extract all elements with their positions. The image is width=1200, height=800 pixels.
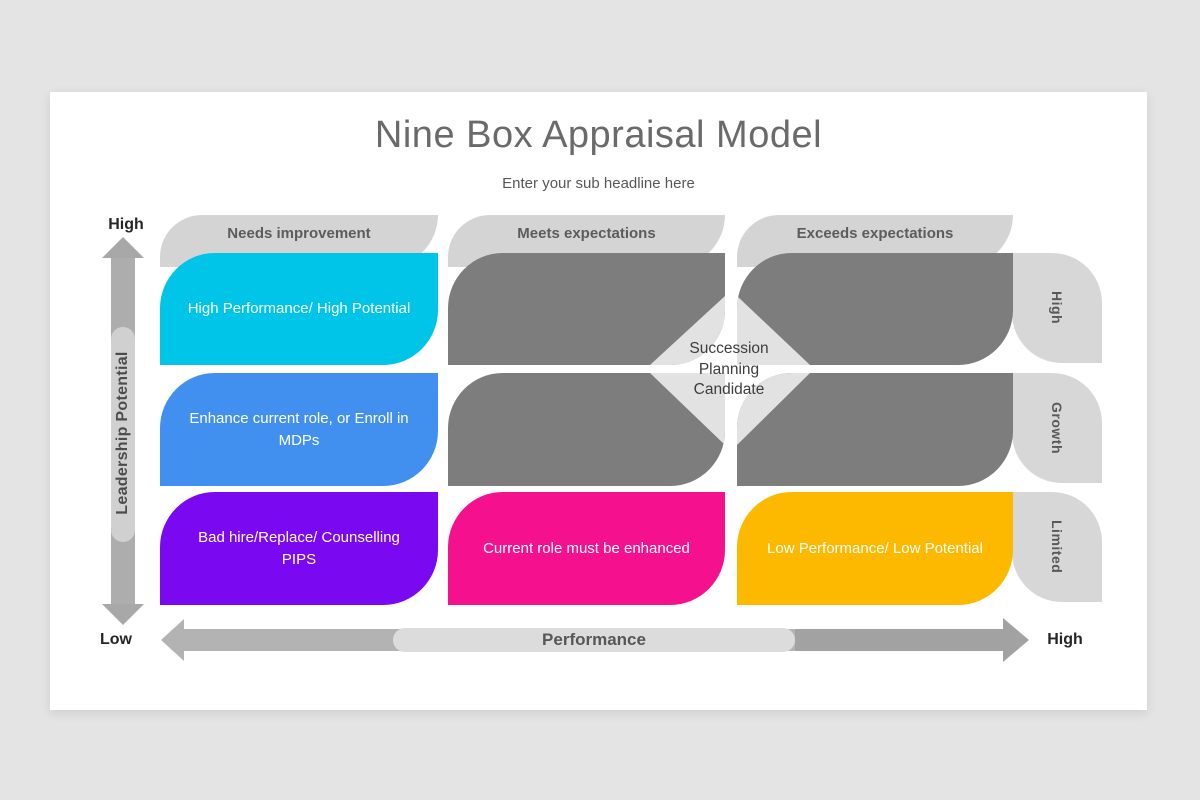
cell-bad-hire-replace: Bad hire/Replace/ Counselling PIPS: [160, 492, 438, 605]
cell-text: Bad hire/Replace/ Counselling PIPS: [198, 528, 400, 568]
arrow-up-icon: [102, 237, 144, 258]
row-tab-growth-label: Growth: [1049, 402, 1065, 454]
page-subtitle: Enter your sub headline here: [502, 175, 695, 192]
succession-planning-candidate-label: Succession Planning Candidate: [689, 340, 769, 399]
cell-gray-middle-middle: [448, 373, 725, 486]
row-tab-limited-label: Limited: [1049, 520, 1065, 574]
page-title: Nine Box Appraisal Model: [374, 114, 823, 156]
y-axis-label: Leadership Potential: [114, 351, 131, 515]
arrow-down-icon: [102, 604, 144, 625]
slide: Nine Box Appraisal Model Enter your sub …: [50, 92, 1147, 710]
row-tab-high-label: High: [1049, 291, 1065, 325]
cell-gray-top-right: [737, 253, 1013, 365]
cell-text: Current role must be enhanced: [483, 539, 690, 557]
cell-text: Enhance current role, or Enroll in MDPs: [189, 409, 409, 449]
row-tab-limited: Limited: [1012, 492, 1102, 602]
cell-gray-top-middle: [448, 253, 725, 365]
arrow-right-icon: [1003, 618, 1029, 662]
cell-high-performance-high-potential: High Performance/ High Potential: [160, 253, 438, 365]
x-axis-high-label: High: [1047, 631, 1083, 648]
x-axis-label-pill: Performance: [393, 628, 795, 652]
cell-enhance-current-role: Enhance current role, or Enroll in MDPs: [160, 373, 438, 486]
y-axis-low-label: Low: [100, 631, 132, 648]
x-axis-label: Performance: [542, 630, 646, 649]
y-axis-high-label: High: [108, 216, 144, 233]
row-tab-high: High: [1012, 253, 1102, 363]
cell-gray-middle-right: [737, 373, 1013, 486]
x-axis-arrow-shaft-right: [795, 629, 1003, 651]
row-tab-growth: Growth: [1012, 373, 1102, 483]
cell-text: Low Performance/ Low Potential: [767, 539, 983, 557]
cell-text: High Performance/ High Potential: [187, 300, 411, 318]
arrow-left-icon: [161, 619, 184, 661]
cell-low-performance-low-potential: Low Performance/ Low Potential: [737, 492, 1013, 605]
cell-current-role-enhanced: Current role must be enhanced: [448, 492, 725, 605]
y-axis-label-pill: [111, 327, 135, 542]
